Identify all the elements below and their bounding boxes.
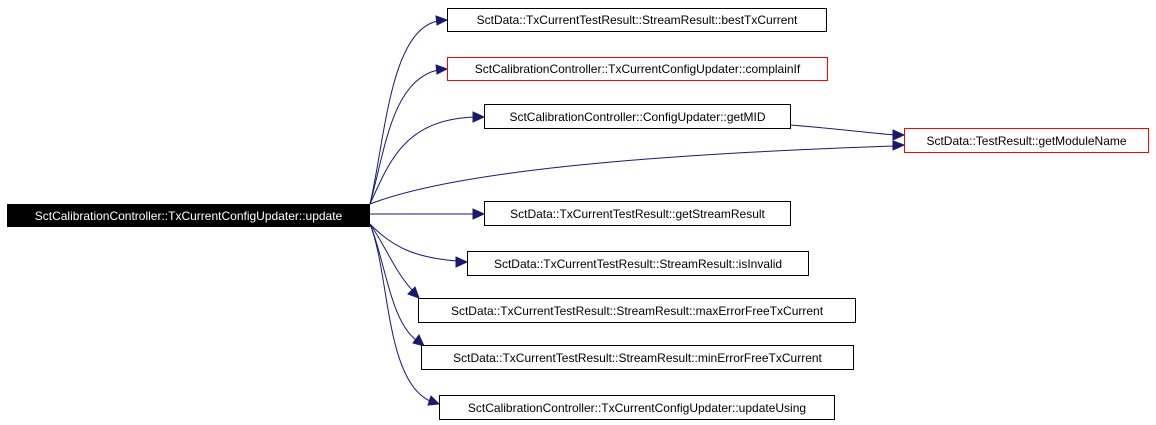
edge-update-to-minerrorfreetxcurrent bbox=[369, 223, 417, 341]
edge-getmid-to-getmodulename bbox=[789, 124, 896, 136]
edge-arrowhead bbox=[435, 15, 449, 26]
root-node-update: SctCalibrationController::TxCurrentConfi… bbox=[7, 204, 370, 227]
edge-update-to-updateusing bbox=[369, 223, 431, 402]
edge-arrowhead bbox=[435, 64, 449, 75]
node-getmodulename[interactable]: SctData::TestResult::getModuleName bbox=[904, 128, 1149, 153]
edge-update-to-getmodulename bbox=[369, 145, 896, 205]
edge-arrowhead bbox=[472, 111, 486, 123]
node-complainif[interactable]: SctCalibrationController::TxCurrentConfi… bbox=[447, 57, 828, 81]
edge-update-to-besttxcurrent bbox=[369, 20, 439, 205]
edge-update-to-isinvalid bbox=[369, 223, 458, 262]
edge-update-to-maxerrorfreetxcurrent bbox=[369, 223, 414, 292]
edge-arrowhead bbox=[427, 395, 441, 406]
node-maxerrorfreetxcurrent[interactable]: SctData::TxCurrentTestResult::StreamResu… bbox=[418, 298, 856, 323]
node-getstreamresult[interactable]: SctData::TxCurrentTestResult::getStreamR… bbox=[484, 201, 791, 226]
node-minerrorfreetxcurrent[interactable]: SctData::TxCurrentTestResult::StreamResu… bbox=[421, 345, 854, 370]
node-getmid[interactable]: SctCalibrationController::ConfigUpdater:… bbox=[484, 104, 791, 129]
edge-arrowhead bbox=[892, 140, 906, 151]
edge-arrowhead bbox=[412, 334, 425, 347]
edge-update-to-complainif bbox=[369, 69, 439, 205]
node-isinvalid[interactable]: SctData::TxCurrentTestResult::StreamResu… bbox=[467, 251, 809, 276]
node-updateusing[interactable]: SctCalibrationController::TxCurrentConfi… bbox=[439, 395, 835, 420]
edge-arrowhead bbox=[455, 256, 469, 268]
node-besttxcurrent[interactable]: SctData::TxCurrentTestResult::StreamResu… bbox=[447, 8, 827, 32]
edge-arrowhead bbox=[472, 208, 486, 220]
edge-update-to-getmid bbox=[369, 116, 475, 205]
edge-arrowhead bbox=[892, 129, 906, 141]
edge-arrowhead bbox=[407, 286, 420, 299]
